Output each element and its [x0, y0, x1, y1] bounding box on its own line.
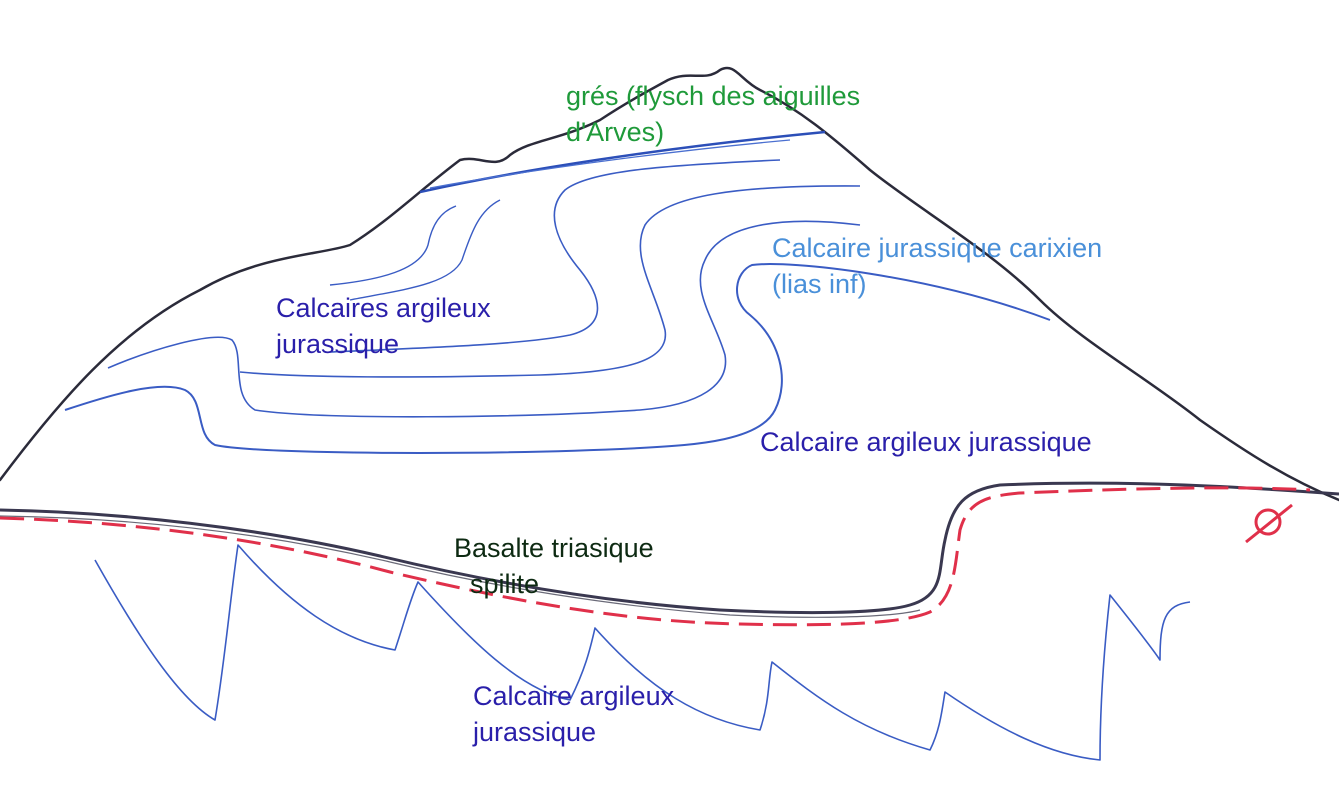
fold-line-5	[349, 199, 501, 301]
fold-line-4	[329, 159, 781, 353]
label-calcaire-argileux-right: Calcaire argileux jurassique	[760, 424, 1092, 460]
label-basalte-line2: spilite	[470, 569, 540, 599]
label-carixien-line2: (lias inf)	[772, 269, 867, 299]
fold-line-6	[329, 205, 457, 286]
contact-line	[0, 481, 1339, 615]
label-gres-line1: grés (flysch des aiguilles	[566, 81, 861, 111]
gres-base-line	[419, 130, 826, 194]
mountain-outline	[0, 66, 1339, 502]
contact-line-shadow	[0, 515, 921, 618]
label-calcaires-argileux-line2: jurassique	[276, 329, 400, 359]
label-carixien: Calcaire jurassique carixien (lias inf)	[772, 230, 1102, 302]
label-calcaire-argileux-bottom-line2: jurassique	[473, 717, 597, 747]
label-calcaires-argileux-fold: Calcaires argileux jurassique	[276, 290, 491, 362]
label-calcaire-argileux-bottom-line1: Calcaire argileux	[473, 681, 675, 711]
gres-base-line-2	[429, 139, 791, 189]
label-calcaires-argileux-line1: Calcaires argileux	[276, 293, 491, 323]
label-basalte-line1: Basalte triasique	[454, 533, 654, 563]
label-gres: grés (flysch des aiguilles d'Arves)	[566, 78, 860, 150]
thrust-fault	[0, 486, 1311, 627]
label-carixien-line1: Calcaire jurassique carixien	[772, 233, 1103, 263]
label-gres-line2: d'Arves)	[566, 117, 665, 147]
lower-fold-lines	[94, 544, 1191, 761]
label-basalte: Basalte triasique spilite	[454, 530, 654, 602]
fold-line-1	[64, 263, 1051, 454]
label-calcaire-argileux-bottom: Calcaire argileux jurassique	[473, 678, 674, 750]
label-calcaire-argileux-right-line1: Calcaire argileux jurassique	[760, 427, 1092, 457]
fold-line-3	[239, 185, 861, 378]
fold-line-2	[107, 220, 861, 418]
circle-slash-icon	[1245, 503, 1293, 544]
